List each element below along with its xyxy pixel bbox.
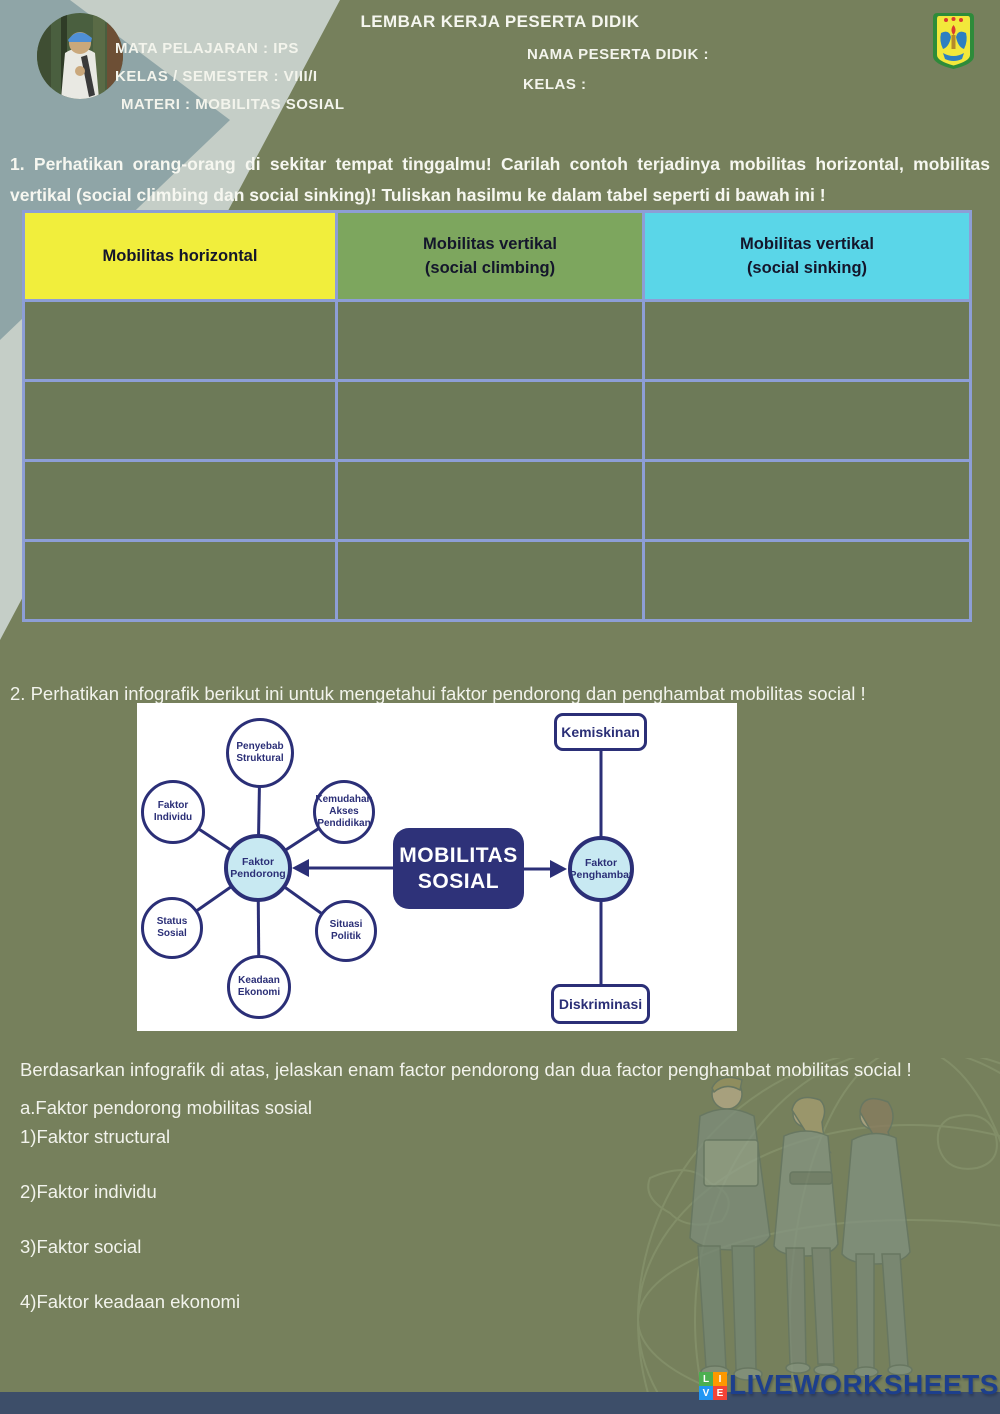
column-title: Mobilitas vertikal [740, 235, 874, 253]
table-row [22, 379, 972, 462]
answer-line-2: 2)Faktor individu [20, 1181, 157, 1202]
answer-cell[interactable] [22, 379, 338, 462]
answer-cell[interactable] [335, 539, 645, 622]
table-row [22, 539, 972, 622]
table-row [22, 459, 972, 542]
class-field-label: KELAS : [523, 76, 587, 93]
answer-cell[interactable] [642, 299, 972, 382]
logo-letter: L [699, 1372, 713, 1386]
factor-node-status-sosial: Status Sosial [141, 897, 203, 959]
mobility-infographic: Penyebab Struktural Faktor Individu Kemu… [137, 703, 737, 1031]
arrow-right-icon [550, 860, 567, 878]
subject-label: MATA PELAJARAN : IPS [115, 40, 299, 57]
table-row [22, 299, 972, 382]
question-1-text: 1. Perhatikan orang-orang di sekitar tem… [10, 153, 990, 205]
followup-question-text: Berdasarkan infografik di atas, jelaskan… [20, 1058, 912, 1080]
liveworksheets-brand[interactable]: LIVEWORKSHEETS [729, 1369, 999, 1400]
factor-node-penyebab-struktural: Penyebab Struktural [226, 718, 294, 788]
student-name-label: NAMA PESERTA DIDIK : [527, 46, 709, 63]
arrow-left-icon [292, 859, 309, 877]
mobilitas-sosial-box: MOBILITAS SOSIAL [393, 828, 524, 909]
page-title: LEMBAR KERJA PESERTA DIDIK [360, 12, 640, 31]
answer-cell[interactable] [335, 379, 645, 462]
factor-node-kemudahan-akses: Kemudahan Akses Pendidikan [313, 780, 375, 844]
table-header-climbing: Mobilitas vertikal (social climbing) [335, 210, 645, 302]
material-label: MATERI : MOBILITAS SOSIAL [121, 96, 345, 113]
answer-line-a: a.Faktor pendorong mobilitas sosial [20, 1097, 313, 1118]
column-title: Mobilitas horizontal [102, 247, 258, 265]
column-title: Mobilitas vertikal [423, 235, 557, 253]
answer-table: Mobilitas horizontal Mobilitas vertikal … [22, 210, 972, 622]
answer-line-1: 1)Faktor structural [20, 1126, 171, 1147]
logo-letter: V [699, 1386, 713, 1400]
column-subtitle: (social sinking) [746, 259, 868, 277]
table-header-sinking: Mobilitas vertikal (social sinking) [642, 210, 972, 302]
hub-faktor-penghambat: Faktor Penghambat [568, 836, 634, 902]
answer-cell[interactable] [335, 459, 645, 542]
answer-cell[interactable] [642, 539, 972, 622]
factor-node-faktor-individu: Faktor Individu [141, 780, 205, 844]
logo-letter: I [713, 1372, 727, 1386]
answer-cell[interactable] [22, 299, 338, 382]
school-emblem-icon [931, 11, 976, 71]
table-header-horizontal: Mobilitas horizontal [22, 210, 338, 302]
answer-line-4: 4)Faktor keadaan ekonomi [20, 1291, 241, 1312]
column-subtitle: (social climbing) [424, 259, 556, 277]
author-avatar [37, 13, 123, 99]
answer-cell[interactable] [22, 539, 338, 622]
hub-faktor-pendorong: Faktor Pendorong [224, 834, 292, 902]
globe-illustration [637, 1058, 1000, 1392]
question-2-text: 2. Perhatikan infografik berikut ini unt… [10, 682, 866, 704]
inhibitor-diskriminasi-box: Diskriminasi [551, 984, 650, 1024]
inhibitor-kemiskinan-box: Kemiskinan [554, 713, 647, 751]
answer-cell[interactable] [22, 459, 338, 542]
answer-cell[interactable] [335, 299, 645, 382]
answers-block: a.Faktor pendorong mobilitas sosial 1)Fa… [20, 1093, 986, 1316]
answer-line-3: 3)Faktor social [20, 1236, 142, 1257]
factor-node-situasi-politik: Situasi Politik [315, 900, 377, 962]
logo-letter: E [713, 1386, 727, 1400]
class-semester-label: KELAS / SEMESTER : VIII/I [115, 68, 318, 85]
answer-cell[interactable] [642, 459, 972, 542]
answer-cell[interactable] [642, 379, 972, 462]
liveworksheets-logo-icon: L I V E [699, 1372, 727, 1400]
footer-bar [0, 1392, 1000, 1414]
factor-node-keadaan-ekonomi: Keadaan Ekonomi [227, 955, 291, 1019]
